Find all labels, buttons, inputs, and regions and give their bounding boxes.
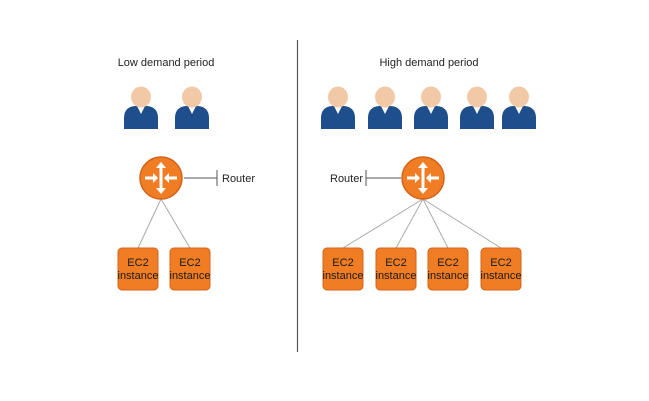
router-arrowhead-in-left — [415, 173, 420, 183]
ec2-instance-label-line2: instance — [118, 270, 159, 282]
user-body — [124, 106, 158, 129]
right-connector-line-4 — [422, 198, 502, 249]
user-collar — [334, 106, 342, 114]
left-user-icon-2 — [175, 86, 209, 129]
ec2-instance-label-line1: EC2 — [127, 257, 148, 269]
right-instances-group: EC2instanceEC2instanceEC2instanceEC2inst… — [322, 247, 522, 291]
right-user-icon-3 — [414, 86, 448, 129]
left-users-group — [124, 86, 209, 129]
left-router-label: Router — [222, 173, 255, 185]
ec2-instance-label-line1: EC2 — [179, 257, 200, 269]
user-head — [421, 86, 441, 108]
left-connector-line-1 — [137, 198, 162, 249]
router-arrowhead-down — [418, 188, 428, 194]
user-head — [182, 86, 202, 108]
ec2-instance-label-line1: EC2 — [490, 257, 511, 269]
right-user-icon-5 — [502, 86, 536, 129]
right-connector-line-2 — [395, 198, 424, 249]
ec2-instance-label-line1: EC2 — [437, 257, 458, 269]
right-users-group — [321, 86, 536, 129]
user-head — [375, 86, 395, 108]
user-head — [509, 86, 529, 108]
ec2-instance-label-line2: instance — [323, 270, 364, 282]
user-body — [414, 106, 448, 129]
user-body — [368, 106, 402, 129]
ec2-instance-box — [117, 247, 159, 291]
ec2-instance-label-line2: instance — [428, 270, 469, 282]
ec2-instance-box — [427, 247, 469, 291]
right-user-icon-1 — [321, 86, 355, 129]
router-arrowhead-in-right — [164, 173, 169, 183]
right-router-icon — [401, 156, 445, 200]
router-arrowhead-up — [418, 162, 428, 168]
left-title: Low demand period — [118, 57, 215, 69]
right-router-label: Router — [330, 173, 363, 185]
user-collar — [515, 106, 523, 114]
ec2-instance-box — [322, 247, 364, 291]
ec2-instance-box — [375, 247, 417, 291]
ec2-instance-label-line2: instance — [481, 270, 522, 282]
user-body — [502, 106, 536, 129]
user-body — [460, 106, 494, 129]
left-user-icon-1 — [124, 86, 158, 129]
user-body — [321, 106, 355, 129]
left-router-icon — [139, 156, 183, 200]
user-body — [175, 106, 209, 129]
right-user-icon-4 — [460, 86, 494, 129]
ec2-instance-label-line1: EC2 — [385, 257, 406, 269]
user-collar — [427, 106, 435, 114]
connector-lines — [137, 198, 502, 249]
ec2-instance-label-line1: EC2 — [332, 257, 353, 269]
router-arrowhead-up — [156, 162, 166, 168]
user-head — [328, 86, 348, 108]
user-head — [131, 86, 151, 108]
user-collar — [473, 106, 481, 114]
router-arrowhead-down — [156, 188, 166, 194]
right-title: High demand period — [379, 57, 478, 69]
user-collar — [137, 106, 145, 114]
user-collar — [188, 106, 196, 114]
ec2-instance-label-line2: instance — [376, 270, 417, 282]
router-arrowhead-in-right — [426, 173, 431, 183]
right-connector-line-1 — [342, 198, 424, 249]
ec2-instance-label-line2: instance — [170, 270, 211, 282]
ec2-instance-box — [169, 247, 211, 291]
right-user-icon-2 — [368, 86, 402, 129]
router-arrowhead-in-left — [153, 173, 158, 183]
ec2-instance-box — [480, 247, 522, 291]
user-collar — [381, 106, 389, 114]
user-head — [467, 86, 487, 108]
right-connector-line-3 — [422, 198, 449, 249]
left-connector-line-2 — [160, 198, 191, 249]
